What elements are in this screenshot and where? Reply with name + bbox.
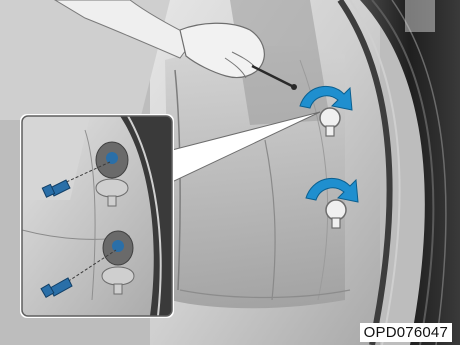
detail-inset xyxy=(20,114,174,318)
figure-code-label: OPD076047 xyxy=(360,323,452,342)
